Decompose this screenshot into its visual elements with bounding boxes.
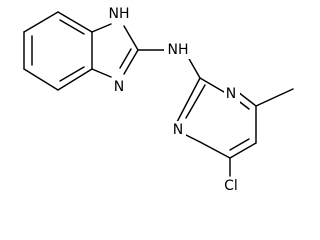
benzene-bond-3 [57,68,93,91]
n-pyr-bottom-label: N [173,122,183,138]
nh-top-label: NH [109,6,130,22]
pyrimidine-bond-top-left-to-top-n [199,77,225,93]
benzene-bond-4 [23,68,59,91]
n-benz-label: N [114,79,124,95]
pyrimidine-ring [176,77,257,159]
nh-link-label-bg [164,41,192,59]
imidazole-bond-bottom [91,68,112,78]
benzene-bond-6 [23,11,59,33]
benzene-ring [23,11,93,91]
nh-top-label-bg [105,5,133,23]
nh-link-label: NH [168,42,189,58]
cl-label: Cl [224,178,238,194]
benzene-inner-double-1 [59,19,85,35]
benzene-inner-double-3 [59,66,85,82]
n-pyr-top-label-bg [224,85,240,103]
atom-labels: NH N NH N N Cl [105,5,242,195]
pyrimidine-bond-left-n-to-top-left [176,77,201,123]
pyrimidine-bond-top-n-to-right [237,91,257,107]
pyrimidine-bond-lower-right-to-bottom [229,142,257,159]
pyrimidine-bond-bottom-to-lower-left [199,141,231,159]
pyrimidine-bond-lower-left-to-left-n [183,133,201,143]
chemical-structure-diagram: NH N NH N N Cl [23,5,294,195]
imidazole-bond-top-right [123,25,139,51]
methyl-bond [255,88,294,107]
imidazole-ring [91,23,139,78]
imidazole-double-bottom-right [119,48,132,69]
cl-label-bg [220,177,242,195]
n-pyr-top-label: N [226,86,236,102]
pyrimidine-double-bottom [229,138,250,151]
n-pyr-bottom-label-bg [170,121,186,139]
benzene-bond-1 [57,11,93,33]
substituents [229,88,294,177]
imidazole-bond-top [91,23,112,33]
pyrimidine-double-left [185,84,206,119]
n-benz-label-bg [112,78,128,96]
imidazole-bond-bottom-right [123,49,139,75]
